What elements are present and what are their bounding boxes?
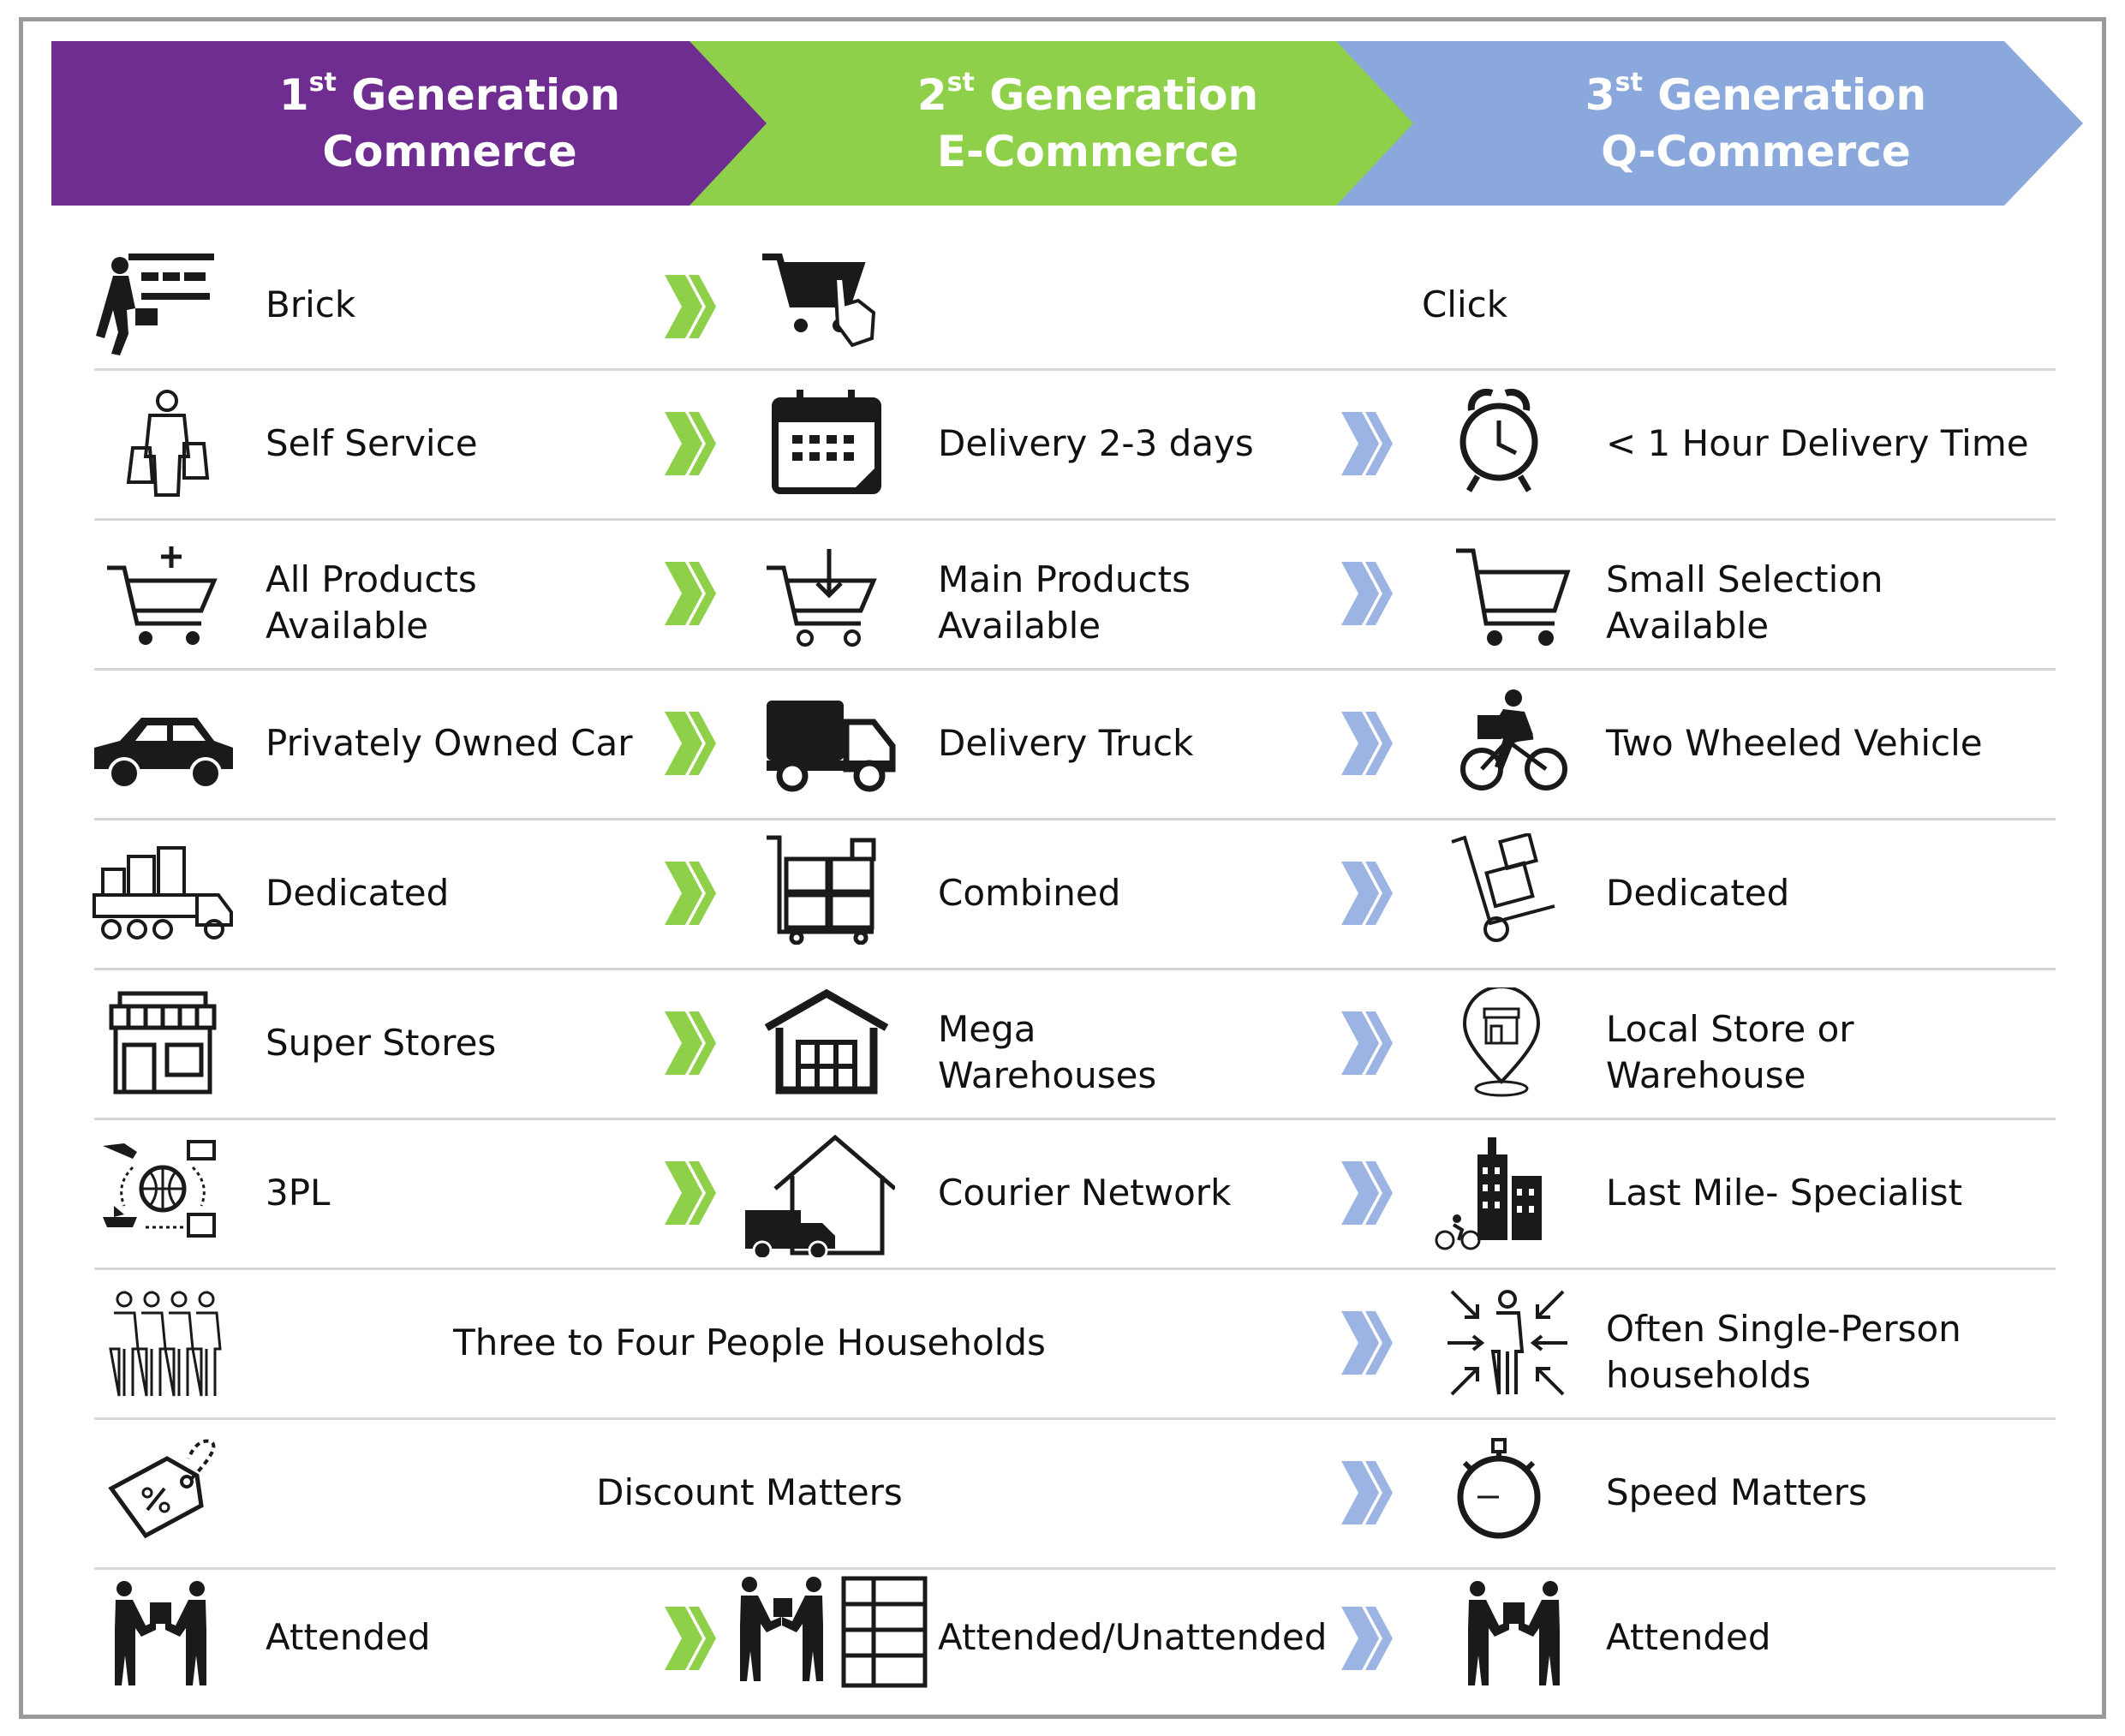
row-households: Three to Four People Households Often Si… (94, 1270, 2056, 1420)
handover-locker-icon (732, 1574, 938, 1694)
chevron-right-icon (1336, 1154, 1396, 1232)
chevron-right-icon (660, 705, 719, 782)
row7-col2-label: Courier Network (938, 1172, 1232, 1214)
row3-col3-label: Small Selection Available (1606, 558, 1883, 647)
chevron-right-icon (660, 555, 719, 632)
row-products: All Products Available Main Products Ava… (94, 521, 2056, 671)
row6-col3-label: Local Store or Warehouse (1606, 1008, 1854, 1096)
header-arrows (51, 41, 2083, 206)
discount-tag-icon (103, 1437, 231, 1548)
row4-col1-label: Privately Owned Car (266, 722, 633, 764)
family-icon (98, 1289, 227, 1400)
row-stores: Super Stores Mega Warehouses Local Store… (94, 970, 2056, 1120)
chevron-right-icon (1336, 705, 1396, 782)
row8-merged-label: Three to Four People Households (453, 1321, 1046, 1363)
row3-col1-label: All Products Available (266, 558, 477, 647)
row5-col3-label: Dedicated (1606, 872, 1790, 914)
row2-col3-label: < 1 Hour Delivery Time (1606, 422, 2029, 464)
row1-merged-label: Click (1421, 283, 1508, 325)
row-dedicated-combined: Dedicated Combined Dedicated (93, 820, 2056, 970)
chevron-right-icon (1336, 405, 1396, 482)
row7-col3-label: Last Mile- Specialist (1606, 1172, 1963, 1214)
chevron-right-icon (1336, 855, 1396, 932)
chevron-right-icon (660, 1600, 719, 1677)
diagram-frame (19, 17, 2106, 1719)
chevron-right-icon (1336, 555, 1396, 632)
generation-header: 1st Generation Commerce 2st Generation E… (51, 41, 2083, 206)
trolley-boxes-icon (762, 833, 891, 946)
row10-col3-label: Attended (1606, 1616, 1771, 1658)
calendar-icon (762, 388, 891, 499)
row-matters: Discount Matters Speed Matters (94, 1420, 2056, 1570)
row7-col1-label: 3PL (266, 1172, 331, 1214)
row5-col1-label: Dedicated (266, 872, 450, 914)
row10-col2-label: Attended/Unattended (938, 1616, 1328, 1658)
handover-icon (1456, 1578, 1585, 1690)
row-attended: Attended Attended/Unattended Attended (94, 1570, 2056, 1707)
gen1-title: 1st Generation Commerce (278, 68, 621, 177)
row9-merged-label: Discount Matters (596, 1471, 903, 1513)
row2-col1-label: Self Service (266, 422, 478, 464)
cart-click-icon (754, 244, 882, 355)
chevron-right-icon (660, 1154, 719, 1232)
loaded-truck-icon (90, 839, 236, 951)
row9-col3-label: Speed Matters (1606, 1471, 1867, 1513)
logistics-globe-icon (98, 1133, 227, 1244)
hand-truck-icon (1443, 832, 1572, 945)
chevron-right-icon (660, 268, 719, 345)
row4-col2-label: Delivery Truck (938, 722, 1194, 764)
row4-col3-label: Two Wheeled Vehicle (1606, 722, 1983, 764)
gen2-title: 2st Generation E-Commerce (916, 68, 1259, 177)
store-pin-icon (1452, 985, 1580, 1099)
cart-add-icon (103, 542, 231, 653)
row5-col2-label: Combined (938, 872, 1121, 914)
single-person-icon (1443, 1287, 1572, 1399)
city-bike-icon (1435, 1129, 1563, 1257)
row-logistics: 3PL Courier Network Last Mile- Specialis… (94, 1120, 2056, 1270)
handover-icon (103, 1578, 231, 1690)
chevron-right-icon (660, 855, 719, 932)
gen2-arrow (689, 41, 1413, 206)
row-vehicles: Privately Owned Car Delivery Truck Two W… (94, 671, 2056, 820)
row-brick-click: Brick Click (94, 244, 2056, 371)
chevron-right-icon (660, 1005, 719, 1082)
row2-col2-label: Delivery 2-3 days (938, 422, 1254, 464)
car-icon (86, 688, 240, 799)
cart-download-icon (762, 542, 891, 653)
row10-col1-label: Attended (266, 1616, 431, 1658)
truck-icon (762, 688, 899, 799)
warehouse-icon (762, 988, 891, 1101)
chevron-right-icon (1336, 1600, 1396, 1677)
alarm-clock-icon (1456, 386, 1585, 498)
chevron-right-icon (1336, 1304, 1396, 1381)
row3-col2-label: Main Products Available (938, 558, 1191, 647)
gen3-arrow (1336, 41, 2083, 206)
shopper-icon (94, 248, 223, 360)
gen3-title: 3st Generation Q-Commerce (1585, 68, 1927, 177)
chevron-right-icon (1336, 1454, 1396, 1531)
chevron-right-icon (1336, 1005, 1396, 1082)
person-bags-icon (103, 388, 231, 499)
chevron-right-icon (660, 405, 719, 482)
bicycle-courier-icon (1452, 688, 1580, 799)
row6-col1-label: Super Stores (266, 1022, 497, 1064)
row-self-service: Self Service Delivery 2-3 days < 1 Hour … (94, 371, 2056, 521)
gen1-arrow (51, 41, 767, 206)
house-van-icon (741, 1129, 897, 1261)
row8-col3-label: Often Single-Person households (1606, 1308, 1961, 1396)
store-icon (103, 989, 231, 1101)
row1-col1-label: Brick (266, 283, 356, 325)
stopwatch-icon (1452, 1433, 1580, 1544)
row6-col2-label: Mega Warehouses (938, 1008, 1157, 1096)
cart-icon (1452, 542, 1580, 653)
